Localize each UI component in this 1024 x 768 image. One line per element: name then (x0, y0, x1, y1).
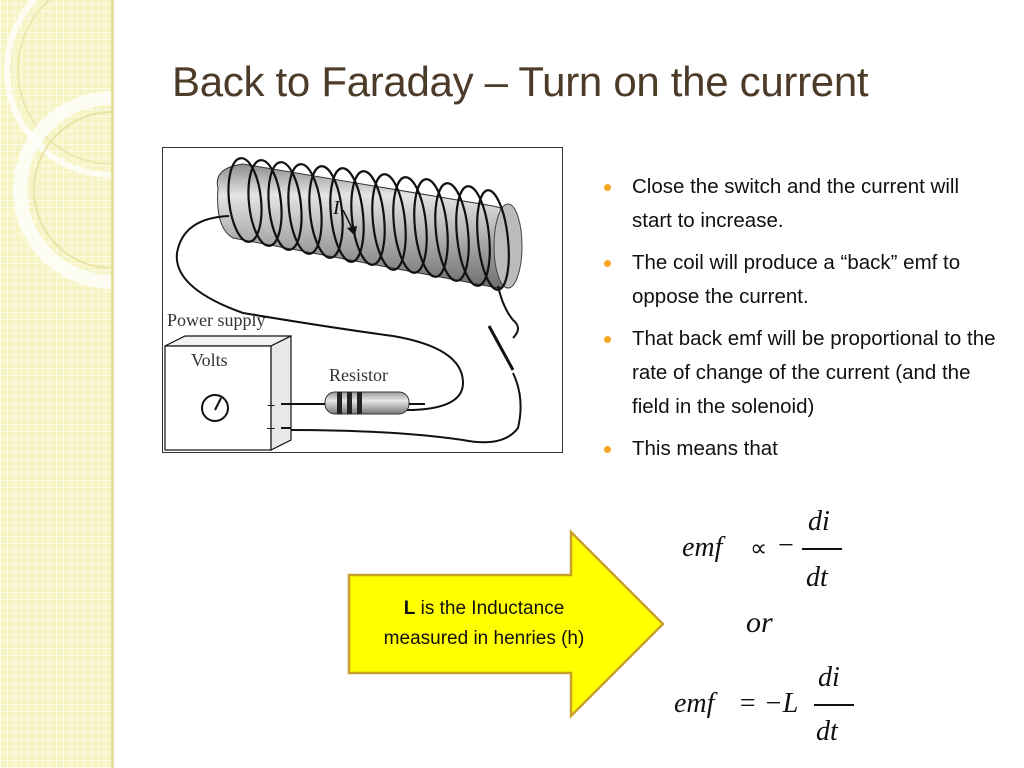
eq1-numerator: di (808, 506, 830, 537)
callout-line-2: measured in henries (h) (383, 628, 585, 649)
switch (487, 325, 515, 371)
bullet-text: This means that (632, 437, 778, 460)
bullet-item: The coil will produce a “back” emf to op… (604, 246, 1004, 314)
bullet-item: Close the switch and the current will st… (604, 170, 1004, 238)
bullet-item: That back emf will be proportional to th… (604, 322, 1004, 424)
solenoid-coil (227, 157, 510, 291)
resistor (291, 391, 425, 415)
plus-terminal-label: + (267, 397, 275, 413)
callout-text: L is the Inductance measured in henries … (352, 594, 616, 654)
bullet-dot-icon (604, 260, 611, 267)
current-label: I (332, 197, 341, 219)
meter-needle (214, 397, 222, 411)
callout-arrow (347, 528, 665, 720)
callout-line-1-text: is the Inductance (415, 598, 565, 619)
circuit-diagram: I Power supply Volts + – (162, 147, 563, 453)
sidebar-rings-decoration (4, 0, 114, 289)
bullet-item: This means that (604, 432, 1004, 466)
minus-terminal-label: – (267, 419, 275, 435)
bullet-text: The coil will produce a “back” emf to op… (632, 251, 961, 308)
decorative-sidebar (0, 0, 114, 768)
eq2-middle: = −L (738, 688, 799, 719)
eq1-denominator: dt (806, 562, 828, 593)
bullet-dot-icon (604, 446, 611, 453)
slide-title: Back to Faraday – Turn on the current (172, 58, 869, 105)
eq1-proportional-symbol: ∝ (750, 536, 768, 562)
callout-line-1: L is the Inductance (352, 594, 616, 624)
eq1-minus: − (778, 530, 794, 561)
eq2-fraction-bar (814, 704, 854, 706)
volts-label: Volts (191, 350, 228, 370)
eq1-lhs: emf (682, 532, 723, 563)
circuit-wires (175, 215, 522, 444)
bullet-dot-icon (604, 184, 611, 191)
eq2-denominator: dt (816, 716, 838, 747)
eq1-fraction-bar (802, 548, 842, 550)
current-arrow (342, 209, 357, 236)
circuit-illustration: I Power supply Volts + – (164, 157, 523, 451)
eq2-lhs: emf (674, 688, 715, 719)
power-supply (164, 335, 292, 451)
resistor-label: Resistor (329, 365, 388, 385)
or-text: or (746, 606, 773, 639)
eq2-numerator: di (818, 662, 840, 693)
sidebar-edge (111, 0, 114, 768)
bullet-text: That back emf will be proportional to th… (632, 327, 996, 418)
callout-arrow-shape (347, 528, 665, 720)
bullet-dot-icon (604, 336, 611, 343)
inductance-symbol: L (403, 598, 416, 619)
bullet-list: Close the switch and the current will st… (604, 170, 1004, 474)
power-supply-label: Power supply (167, 310, 266, 330)
bullet-text: Close the switch and the current will st… (632, 175, 960, 232)
